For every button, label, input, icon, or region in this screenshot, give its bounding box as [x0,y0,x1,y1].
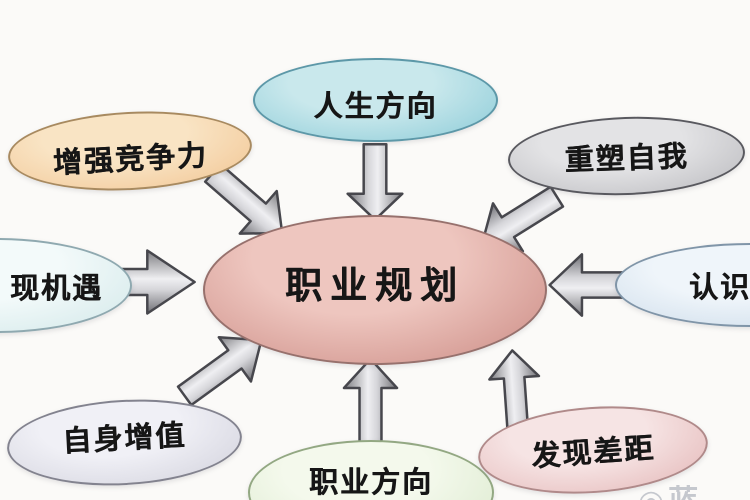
node-career-planning-label: 职业规划 [285,264,465,307]
arrow-bottom-to-center [342,357,399,445]
node-self-appreciation-label: 自身增值 [61,417,188,458]
node-life-direction-label: 人生方向 [313,89,438,123]
node-career-planning: 职业规划 [203,215,547,365]
node-self-appreciation: 自身增值 [4,393,245,492]
node-life-direction: 人生方向 [253,58,498,142]
node-career-direction: 职业方向 [248,440,494,500]
watermark: ◎蓝 [638,476,702,500]
node-know-self-label: 认识自 [689,270,750,304]
node-career-direction-label: 职业方向 [308,464,433,499]
arrow-top-to-center [346,143,404,221]
node-boost-competitiveness-label: 增强竞争力 [52,137,209,181]
node-find-gaps-label: 发现差距 [530,430,657,474]
node-spot-opportunities-label: 现机遇 [10,270,104,305]
node-reshape-self-label: 重塑自我 [563,138,690,178]
node-reshape-self: 重塑自我 [506,112,747,200]
